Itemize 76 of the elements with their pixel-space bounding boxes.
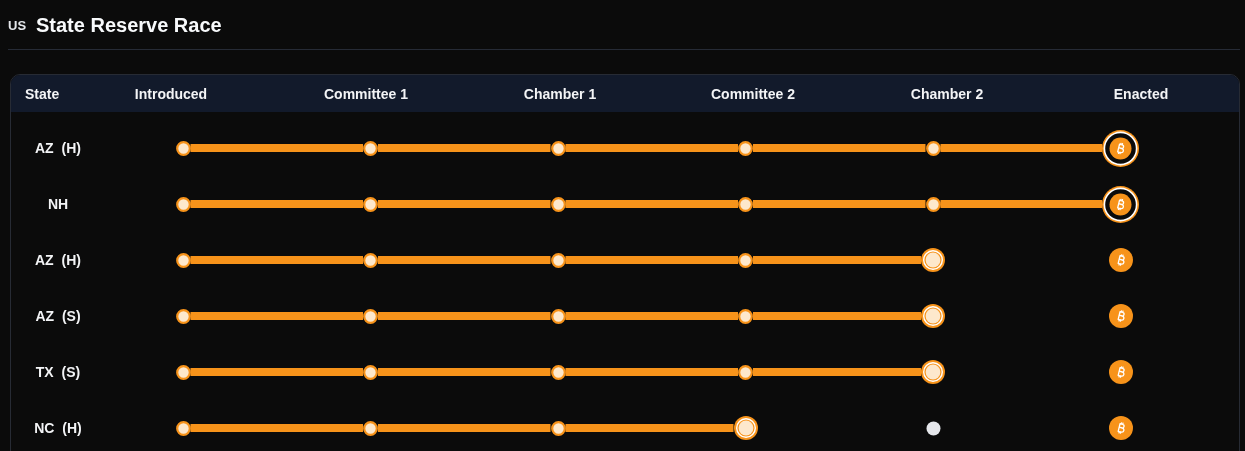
progress-line — [378, 256, 551, 264]
progress-dot-icon — [738, 308, 753, 324]
progress-line — [378, 200, 551, 208]
progress-line — [565, 200, 738, 208]
state-label: NC (H) — [34, 419, 82, 437]
progress-dot-icon — [738, 252, 753, 268]
coin-icon — [1108, 360, 1133, 384]
coin-icon — [1108, 304, 1133, 328]
column-heading: Chamber 2 — [910, 86, 984, 102]
progress-dot-icon — [738, 196, 753, 212]
progress-dot-icon — [738, 364, 753, 380]
progress-line — [565, 424, 734, 432]
progress-dot-icon — [925, 140, 941, 156]
state-label: TX (S) — [35, 363, 81, 381]
progress-line — [753, 200, 926, 208]
progress-line — [565, 312, 738, 320]
progress-line — [565, 256, 738, 264]
progress-dot-icon — [550, 420, 566, 436]
progress-line — [753, 368, 921, 376]
progress-line — [378, 144, 551, 152]
progress-dot-icon — [363, 364, 378, 380]
progress-line — [753, 256, 921, 264]
progress-line — [190, 144, 363, 152]
progress-line — [940, 200, 1102, 208]
page-title: State Reserve Race — [36, 13, 222, 38]
coin-icon — [1108, 416, 1133, 440]
progress-line — [753, 312, 921, 320]
progress-dot-icon — [925, 196, 941, 212]
progress-line — [565, 368, 738, 376]
progress-dot-icon — [363, 140, 378, 156]
progress-dot-icon — [175, 420, 191, 436]
progress-dot-icon — [175, 196, 191, 212]
progress-dot-icon — [550, 364, 566, 380]
progress-dot-icon — [925, 420, 941, 436]
ringed-coin-icon — [1102, 185, 1139, 223]
progress-line — [940, 144, 1102, 152]
column-heading: Introduced — [134, 86, 208, 102]
state-label: AZ (H) — [35, 139, 81, 157]
country-code: US — [8, 18, 27, 34]
progress-line — [190, 256, 363, 264]
progress-dot-icon — [550, 196, 566, 212]
column-heading: Enacted — [1113, 86, 1169, 102]
progress-dot-icon — [550, 252, 566, 268]
progress-line — [190, 312, 363, 320]
state-label: AZ (H) — [35, 251, 81, 269]
progress-line — [378, 368, 551, 376]
column-heading: Chamber 1 — [523, 86, 597, 102]
ring-marker-icon — [921, 360, 945, 384]
progress-dot-icon — [175, 252, 191, 268]
progress-line — [378, 424, 551, 432]
ringed-coin-icon — [1102, 129, 1139, 167]
progress-line — [190, 368, 363, 376]
progress-dot-icon — [175, 140, 191, 156]
progress-dot-icon — [363, 196, 378, 212]
progress-dot-icon — [550, 140, 566, 156]
progress-dot-icon — [175, 364, 191, 380]
progress-line — [753, 144, 926, 152]
progress-dot-icon — [363, 252, 378, 268]
progress-dot-icon — [738, 140, 753, 156]
ring-marker-icon — [921, 248, 945, 272]
state-label: NH — [47, 195, 69, 213]
coin-icon — [1108, 248, 1133, 272]
ring-marker-icon — [921, 304, 945, 328]
ring-marker-icon — [733, 416, 758, 440]
progress-line — [190, 424, 363, 432]
progress-line — [190, 200, 363, 208]
progress-line — [378, 312, 551, 320]
progress-dot-icon — [550, 308, 566, 324]
progress-line — [565, 144, 738, 152]
column-heading: State — [25, 86, 60, 102]
column-heading: Committee 2 — [711, 86, 795, 102]
progress-dot-icon — [363, 308, 378, 324]
state-label: AZ (S) — [35, 307, 81, 325]
column-heading: Committee 1 — [324, 86, 408, 102]
progress-dot-icon — [363, 420, 378, 436]
progress-dot-icon — [175, 308, 191, 324]
